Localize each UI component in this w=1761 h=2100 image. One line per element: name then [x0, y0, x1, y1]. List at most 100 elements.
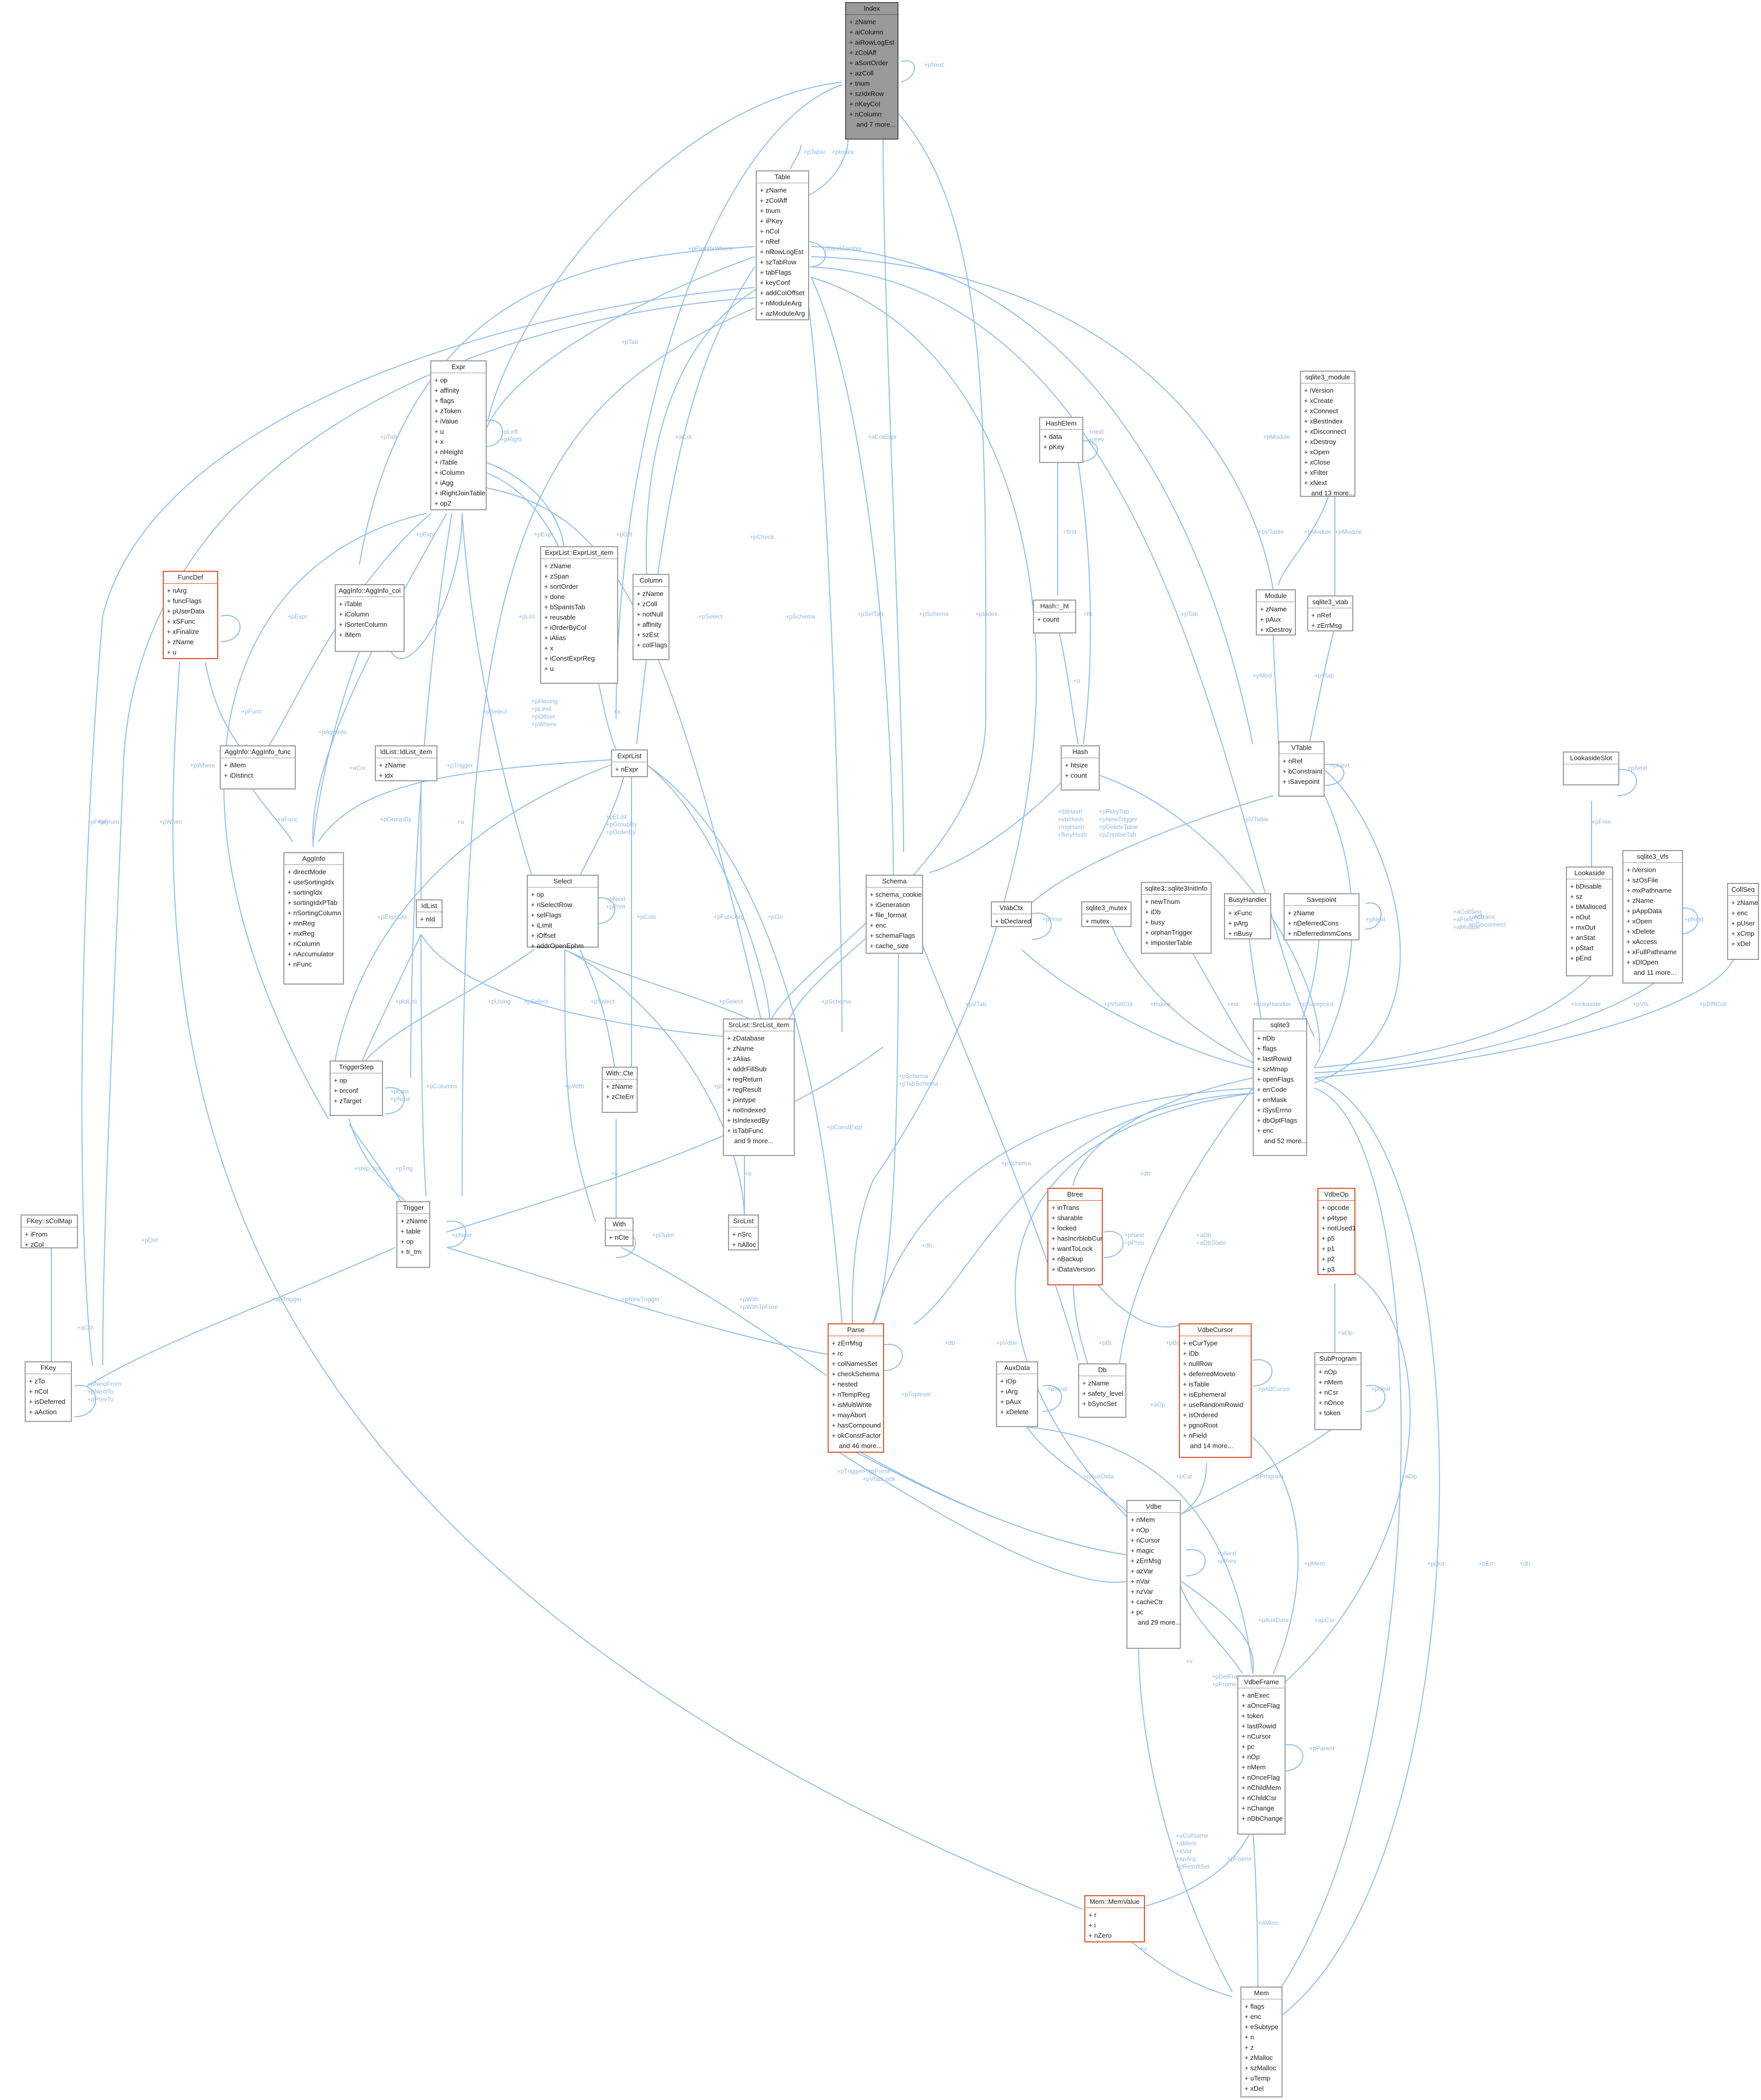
- edge-label-a: +a: [1073, 677, 1080, 684]
- node-vdbecursor[interactable]: VdbeCursor + eCurType+ iDb+ nullRow+ def…: [1179, 1323, 1252, 1458]
- node-funcdef[interactable]: FuncDef + nArg+ funcFlags+ pUserData+ xS…: [163, 571, 218, 659]
- node-expr[interactable]: Expr + op+ affinity+ flags+ zToken+ iVal…: [430, 360, 487, 510]
- node-exprlist[interactable]: ExprList + nExpr: [611, 749, 648, 777]
- node-field: + nOp: [1318, 1368, 1337, 1376]
- node-with[interactable]: With + nCte: [605, 1218, 634, 1246]
- node-module[interactable]: Module + zName+ pAux+ xDestroy: [1256, 589, 1296, 635]
- node-trigger[interactable]: Trigger + zName+ table+ op+ tr_tm: [396, 1201, 430, 1268]
- node-field: + pAux: [1000, 1398, 1021, 1405]
- node-collseq[interactable]: CollSeq + zName+ enc+ pUser+ xCmp+ xDel: [1727, 883, 1759, 960]
- node-vdbe[interactable]: Vdbe + nMem+ nOp+ nCursor+ magic+ zErrMs…: [1126, 1500, 1181, 1649]
- edge-label-pnext-auxdata: +pNext: [1047, 1385, 1067, 1393]
- node-field: + nChange: [1241, 1804, 1274, 1812]
- node-agginfo-func-fields: + iMem+ iDistinct: [221, 758, 295, 784]
- node-field: + xDelete: [1000, 1408, 1029, 1416]
- node-lookaside[interactable]: Lookaside + bDisable+ sz+ bMalloced+ nOu…: [1566, 866, 1613, 976]
- edge-label-pdflt: +pDflt: [616, 531, 633, 538]
- node-schema[interactable]: Schema + schema_cookie+ iGeneration+ fil…: [866, 875, 923, 954]
- node-mem[interactable]: Mem + flags+ enc+ eSubtype+ n+ z+ zMallo…: [1240, 1987, 1283, 2097]
- node-field: + p2: [1322, 1255, 1335, 1263]
- node-field: + aiColumn: [849, 28, 884, 36]
- node-mem-memvalue-title: Mem::MemValue: [1085, 1896, 1144, 1908]
- node-field: + azVar: [1131, 1567, 1154, 1575]
- node-db[interactable]: Db + zName+ safety_level+ bSyncSet: [1078, 1363, 1126, 1418]
- node-subprogram[interactable]: SubProgram + nOp+ nMem+ nCsr+ nOnce+ tok…: [1314, 1352, 1362, 1430]
- node-column[interactable]: Column + zName+ zColl+ notNull+ affinity…: [633, 574, 669, 660]
- node-parse[interactable]: Parse + zErrMsg+ rc+ colNamesSet+ checkS…: [828, 1323, 884, 1453]
- edge-label-pvtab: +pVTable: [1258, 528, 1284, 535]
- node-field: + pc: [1241, 1743, 1254, 1750]
- node-mem-memvalue[interactable]: Mem::MemValue + r+ i+ nZero: [1084, 1895, 1145, 1942]
- node-srclist[interactable]: SrcList + nSrc+ nAlloc: [728, 1215, 759, 1250]
- node-fkey-scolmap[interactable]: FKey::sColMap + iFrom+ zCol: [21, 1215, 78, 1248]
- node-idlist[interactable]: IdList + nId: [416, 899, 443, 928]
- node-field: + nMem: [1318, 1378, 1343, 1386]
- node-sqlite3-initinfo[interactable]: sqlite3::sqlite3InitInfo + newTnum+ iDb+…: [1141, 882, 1212, 954]
- node-savepoint[interactable]: Savepoint + zName+ nDeferredCons+ nDefer…: [1284, 893, 1360, 940]
- edge-label-paltcursor: +pAltCursor: [1258, 1385, 1291, 1393]
- edge-vdbeframe-self: [1283, 1744, 1304, 1771]
- node-hash-ht[interactable]: Hash::_ht + count: [1033, 600, 1076, 633]
- node-db-title: Db: [1079, 1364, 1125, 1376]
- edge-table-exprlist: [636, 266, 755, 745]
- node-field: + nHeight: [434, 448, 464, 456]
- node-field: + inTrans: [1051, 1204, 1080, 1211]
- node-agginfo[interactable]: AggInfo + directMode+ useSortingIdx+ sor…: [283, 852, 344, 985]
- node-sqlite3-vtab[interactable]: sqlite3_vtab + nRef+ zErrMsg: [1307, 595, 1353, 631]
- node-hashelem[interactable]: HashElem + data+ pKey: [1039, 417, 1083, 463]
- node-idlist-item[interactable]: IdList::IdList_item + zName+ idx: [375, 745, 437, 781]
- node-index[interactable]: Index + zName+ aiColumn+ aiRowLogEst+ zC…: [845, 2, 898, 140]
- node-field: + szOsFile: [1626, 876, 1658, 884]
- edge-label-aop3: +aOp: [1402, 1473, 1417, 1480]
- node-field: + mxOut: [1570, 923, 1596, 931]
- node-vdbeop[interactable]: VdbeOp + opcode+ p4type+ notUsed1+ p5+ p…: [1317, 1188, 1356, 1275]
- node-field: + xClose: [1304, 458, 1330, 466]
- edge-label-pgroupby: +pGroupBy: [606, 821, 637, 828]
- node-lookasideslot[interactable]: LookasideSlot: [1563, 752, 1619, 785]
- edge-label-pseltab: +pSelTab: [857, 610, 884, 618]
- node-field: + iGeneration: [870, 901, 910, 909]
- node-field: + sortingIdxPTab: [288, 899, 338, 907]
- node-busyhandler-fields: + xFunc+ pArg+ nBusy: [1225, 906, 1270, 942]
- node-sqlite3-mutex[interactable]: sqlite3_mutex + mutex: [1081, 901, 1132, 927]
- node-idlist-title: IdList: [417, 900, 442, 912]
- edge-sqlite3-vtable: [1314, 769, 1401, 1084]
- node-table[interactable]: Table + zName+ zColAff+ tnum+ iPKey+ nCo…: [756, 170, 809, 320]
- node-module-title: Module: [1257, 590, 1295, 602]
- node-triggerstep[interactable]: TriggerStep + op+ orconf+ zTarget: [330, 1061, 383, 1116]
- node-srclist-item[interactable]: SrcList::SrcList_item + zDatabase+ zName…: [723, 1018, 795, 1156]
- edge-label-pfkey: +pFKey: [87, 818, 109, 825]
- node-field: + selFlags: [531, 911, 562, 919]
- node-vtabctx[interactable]: VtabCtx + bDeclared: [991, 901, 1032, 927]
- node-field: + iPKey: [760, 217, 783, 225]
- node-field: + pKey: [1043, 443, 1064, 451]
- node-vtable[interactable]: VTable + nRef+ bConstraint+ iSavepoint: [1278, 741, 1325, 797]
- node-field: + cacheCtr: [1131, 1598, 1163, 1606]
- node-exprlist-item[interactable]: ExprList::ExprList_item + zName+ zSpan+ …: [540, 546, 618, 684]
- node-field: + count: [1065, 772, 1087, 779]
- node-field: + xDestroy: [1260, 626, 1292, 633]
- node-sqlite3[interactable]: sqlite3 + nDb+ flags+ lastRowid+ szMmap+…: [1253, 1018, 1307, 1156]
- node-busyhandler[interactable]: BusyHandler + xFunc+ pArg+ nBusy: [1224, 893, 1271, 939]
- node-btree[interactable]: Btree + inTrans+ sharable+ locked+ hasIn…: [1047, 1188, 1103, 1285]
- edge-label-pwhen: +pWhen: [159, 818, 182, 825]
- edge-label-db: +db: [1473, 913, 1484, 920]
- node-field: + nOp: [1241, 1753, 1260, 1761]
- edge-collseq-sqlite3: [1314, 954, 1736, 1078]
- node-field: + iValue: [434, 417, 458, 425]
- node-select[interactable]: Select + op+ nSelectRow+ selFlags+ iLimi…: [527, 875, 599, 950]
- node-vdbeframe[interactable]: VdbeFrame + anExec+ aOnceFlag+ token+ la…: [1237, 1675, 1286, 1835]
- node-auxdata[interactable]: AuxData + iOp+ iArg+ pAux+ xDelete: [996, 1361, 1038, 1427]
- edge-label-pdef: +pDef: [141, 1237, 158, 1244]
- node-hash[interactable]: Hash + htsize+ count: [1061, 745, 1100, 791]
- node-sqlite3-module[interactable]: sqlite3_module + iVersion+ xCreate+ xCon…: [1300, 371, 1355, 497]
- node-field: + zErrMsg: [1131, 1557, 1161, 1565]
- node-with-cte[interactable]: With::Cte + zName+ zCteErr: [602, 1067, 638, 1113]
- node-fkey[interactable]: FKey + zTo+ nCol+ isDeferred+ aAction: [25, 1361, 72, 1422]
- node-agginfo-col[interactable]: AggInfo::AggInfo_col + iTable+ iColumn+ …: [335, 584, 405, 652]
- node-sqlite3-vfs[interactable]: sqlite3_vfs + iVersion+ szOsFile+ mxPath…: [1622, 850, 1683, 984]
- node-agginfo-func[interactable]: AggInfo::AggInfo_func + iMem+ iDistinct: [220, 745, 296, 789]
- node-field: + nArg: [167, 587, 187, 594]
- node-field: + nRef: [760, 238, 780, 245]
- node-field: + opcode: [1322, 1204, 1349, 1211]
